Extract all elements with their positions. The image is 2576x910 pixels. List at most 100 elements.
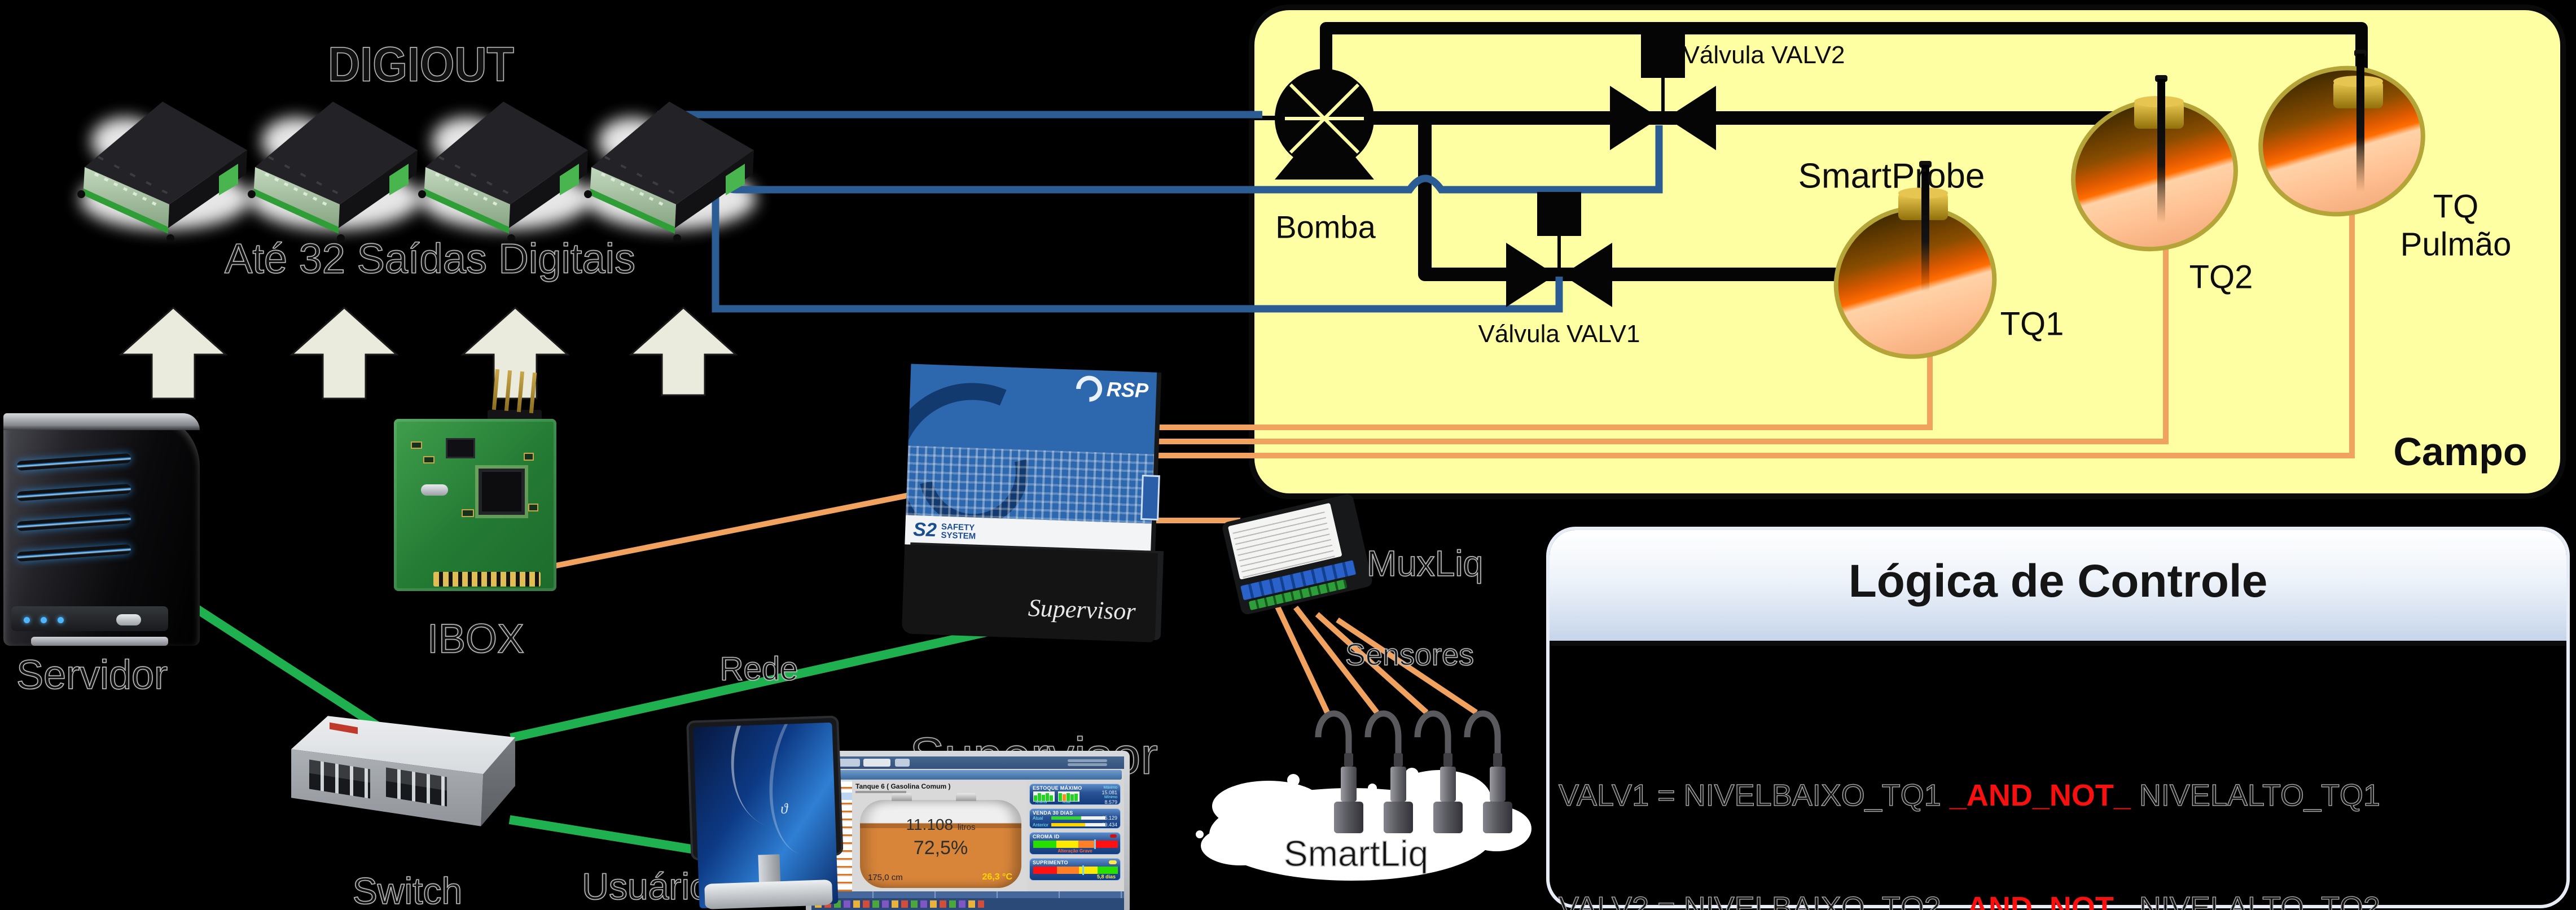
link-supervisor-tq2 (1151, 237, 2169, 444)
link-muxliq-sensor1 (1271, 598, 1330, 714)
tq-pulmao-line1: TQ (2433, 188, 2479, 225)
smartprobe-label: SmartProbe (1798, 156, 1985, 196)
hmi-level: 175,0 cm (868, 873, 903, 882)
hmi-screen: Tanque 6 ( Gasolina Comum ) 11.108 litro… (811, 756, 1124, 910)
estoque-max-value: 15.081 (1102, 790, 1117, 795)
valvula-valv1-label: Válvula VALV1 (1478, 320, 1640, 348)
venda-title: VENDA 30 DIAS (1033, 810, 1073, 816)
usuario-monitor: ϑ (686, 715, 845, 910)
venda-atual-label: Atual (1033, 816, 1043, 821)
ibox-device (394, 369, 556, 591)
pump-symbol (1275, 69, 1374, 180)
ibox-pin-header (433, 572, 541, 587)
suprimento-title: SUPRIMENTO (1033, 860, 1068, 865)
rsp-swirl-icon (1070, 370, 1108, 408)
logic-header (1550, 530, 2566, 646)
hmi-menu-item-active[interactable] (863, 759, 890, 767)
hmi-temperature: 26,3 °C (982, 872, 1012, 882)
ibox-label: IBOX (427, 616, 525, 662)
s2-logo: S2 (912, 519, 937, 541)
link-muxliq-sensor3 (1315, 612, 1429, 715)
supervisor-device: RSP S2 SAFETY SYSTEM Supervisor (901, 364, 1160, 642)
suprimento-strip (1033, 865, 1118, 875)
link-muxliq-sensor2 (1293, 605, 1379, 715)
logic-title: Lógica de Controle (1848, 555, 2268, 607)
tq-pulmao-label: TQ Pulmão (2401, 188, 2512, 263)
supervisor-script-label: Supervisor (1028, 594, 1136, 625)
rede-label: Rede (719, 650, 798, 688)
croma-marker (1094, 839, 1096, 849)
output-arrows (119, 306, 738, 400)
ibox-main-chip (479, 469, 525, 515)
tq-pulmao-line2: Pulmão (2400, 226, 2512, 262)
ibox-component (411, 441, 422, 449)
pipes (1248, 22, 2368, 281)
hmi-menubar (811, 756, 1124, 769)
rsp-brand: RSP (1106, 377, 1149, 403)
hmi-tank-title: Tanque 6 ( Gasolina Comum ) (855, 782, 951, 790)
hmi-percent: 72,5% (913, 837, 968, 859)
hmi-titlebar (814, 770, 1122, 780)
tq2-label: TQ2 (2189, 259, 2253, 296)
ibox-crystal (421, 484, 448, 496)
hmi-toolbar[interactable] (811, 898, 1124, 910)
bomba-label: Bomba (1275, 209, 1376, 245)
suprimento-marker (1082, 865, 1084, 875)
ibox-chip (446, 438, 475, 458)
estoque-bars-anterior (1033, 791, 1055, 802)
venda-atual-value: 65.129 (1102, 815, 1117, 821)
supervisor-rsp-logo: RSP (1070, 370, 1149, 408)
suprimento-indicator (1109, 860, 1117, 864)
tank-tq-pulmao (2258, 50, 2425, 217)
link-supervisor-tqpulmao (1151, 203, 2355, 458)
hmi-menu-item[interactable] (895, 759, 910, 767)
supervisor-panel-grid (906, 445, 1155, 524)
arrow-4 (629, 306, 738, 396)
servidor-label: Servidor (16, 652, 168, 698)
logic-equations: VALV1 = NIVELBAIXO_TQ1 _AND_NOT_ NIVELAL… (1558, 705, 2576, 910)
muxliq-label: MuxLiq (1366, 542, 1484, 584)
estoque-title: ESTOQUE MÁXIMO (1033, 785, 1082, 791)
smartliq-label: SmartLiq (1283, 833, 1429, 874)
link-switch-supervisor (510, 625, 1000, 742)
supervisor-blue-panel: RSP (906, 364, 1157, 524)
croma-title: CROMA ID (1033, 834, 1060, 839)
valvula-valv2-label: Válvula VALV2 (1683, 41, 1845, 69)
hmi-menu-item[interactable] (837, 759, 860, 767)
hmi-panel-croma: CROMA ID Alteração Grave (1029, 832, 1121, 855)
estoque-min-label: Mínimo (1104, 795, 1117, 799)
server-front-panel (11, 606, 169, 631)
arrow-3 (460, 306, 570, 400)
arrow-1 (119, 306, 228, 400)
ibox-component (528, 504, 538, 511)
hmi-panel-column: ESTOQUE MÁXIMO Anterior Atual Máximo 15.… (1029, 784, 1121, 884)
ibox-component (462, 509, 474, 517)
hmi-panel-venda: VENDA 30 DIAS Atual 65.129 Anterior 69.4… (1029, 808, 1121, 829)
hmi-tank-manhole (892, 793, 912, 801)
hmi-domain-info (1068, 763, 1107, 766)
logic-panel (1546, 527, 2570, 908)
estoque-group1-label: Anterior (1035, 801, 1048, 804)
hmi-panel-suprimento: SUPRIMENTO 5,8 dias (1029, 858, 1121, 881)
estoque-min-value: 8.579 (1104, 799, 1117, 805)
server-led (41, 617, 47, 623)
hmi-main-view: Tanque 6 ( Gasolina Comum ) 11.108 litro… (852, 781, 1027, 891)
server-power-button (116, 614, 141, 625)
campo-label: Campo (2393, 430, 2527, 474)
arrow-2 (289, 306, 399, 400)
pipe-valv1-tq1 (1418, 118, 1850, 281)
system-label: SYSTEM (941, 530, 976, 541)
monitor-stand-base (704, 879, 833, 909)
usuario-label: Usuário (581, 865, 710, 908)
hmi-tank-graphic: 11.108 litros 72,5% 175,0 cm 26,3 °C (860, 793, 1021, 888)
venda-anterior-label: Anterior (1033, 823, 1049, 828)
hmi-toolbar-icons[interactable] (815, 900, 984, 908)
hmi-panel-estoque: ESTOQUE MÁXIMO Anterior Atual Máximo 15.… (1029, 784, 1121, 805)
hmi-user-info (1068, 759, 1107, 762)
croma-indicator (1110, 834, 1117, 838)
server-led (24, 617, 30, 623)
link-muxliq-sensor4 (1336, 617, 1478, 715)
link-digiout-valv2 (714, 125, 1663, 194)
link-switch-usuario (508, 815, 706, 856)
ibox-component (524, 453, 534, 461)
